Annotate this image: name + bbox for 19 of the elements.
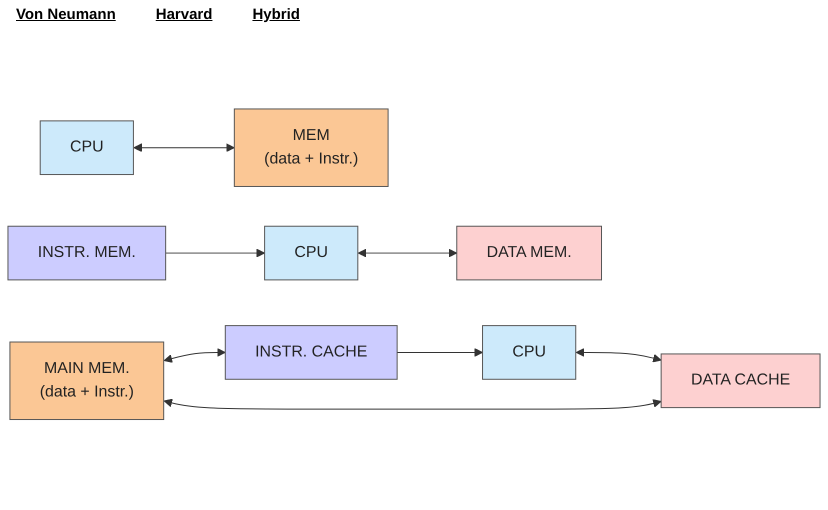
arrow [133, 143, 235, 152]
node-box: INSTR. MEM. [7, 225, 166, 280]
arrow [164, 348, 226, 363]
node-box: CPU [482, 324, 576, 380]
node-box: INSTR. CACHE [224, 324, 398, 380]
node-box: MEM (data + Instr.) [234, 108, 389, 187]
node-box: MAIN MEM. (data + Instr.) [9, 341, 164, 420]
node-box: DATA CACHE [660, 353, 821, 408]
arrow [165, 248, 265, 258]
node-box: CPU [264, 225, 358, 280]
arrow [576, 348, 662, 362]
node-box: CPU [40, 120, 134, 175]
node-box: DATA MEM. [456, 225, 602, 280]
arrow [358, 248, 458, 258]
section-heading: Harvard [156, 6, 212, 23]
section-heading: Hybrid [252, 6, 300, 23]
section-heading: Von Neumann [16, 6, 116, 23]
arrow [164, 398, 662, 410]
arrow [396, 348, 483, 357]
